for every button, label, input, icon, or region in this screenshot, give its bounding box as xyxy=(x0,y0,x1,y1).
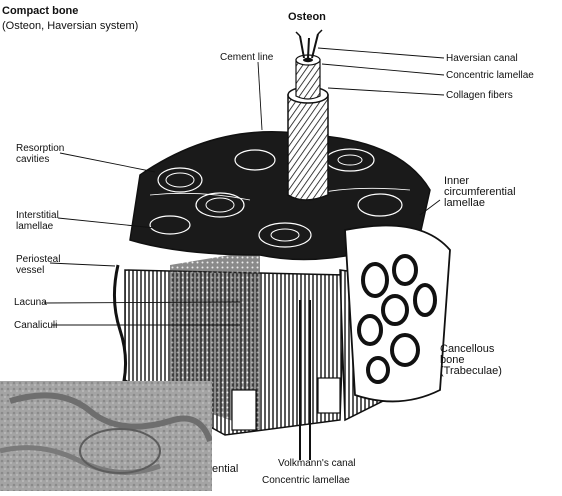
label-collagen-fibers: Collagen fibers xyxy=(446,90,513,101)
label-concentric-lamellae-top: Concentric lamellae xyxy=(446,70,534,81)
cancellous-bone-shape xyxy=(345,226,450,402)
periosteal-vessel-shape xyxy=(114,265,125,390)
label-cancellous-bone: Cancellous bone (Trabeculae) xyxy=(440,344,502,377)
title-subtitle: (Osteon, Haversian system) xyxy=(2,21,138,32)
label-periosteal-vessel: Periosteal vessel xyxy=(16,254,60,276)
label-osteon: Osteon xyxy=(288,12,326,23)
title-main: Compact bone xyxy=(2,6,78,17)
label-interstitial-lamellae: Interstitial lamellae xyxy=(16,210,59,232)
label-cement-line: Cement line xyxy=(220,52,273,63)
osteon-cylinder xyxy=(288,30,328,200)
label-inner-circumferential-lamellae: Inner circumferential lamellae xyxy=(444,176,516,209)
label-concentric-lamellae-bottom: Concentric lamellae xyxy=(262,475,350,486)
label-volkmanns-canal: Volkmann's canal xyxy=(278,458,356,469)
label-lacuna: Lacuna xyxy=(14,297,47,308)
label-cropped-circumferential: ential xyxy=(212,464,238,475)
label-canaliculi: Canaliculi xyxy=(14,320,57,331)
label-haversian-canal: Haversian canal xyxy=(446,53,518,64)
label-resorption-cavities: Resorption cavities xyxy=(16,143,64,165)
micrograph-photo xyxy=(0,381,212,491)
